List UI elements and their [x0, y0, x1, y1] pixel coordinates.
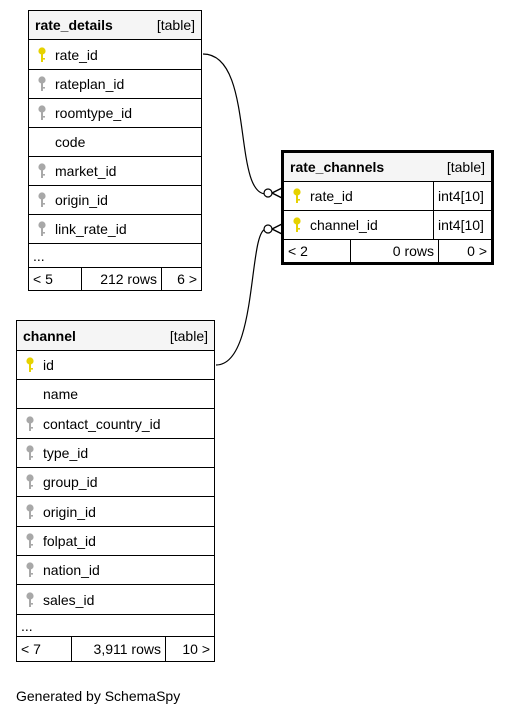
- column-name: folpat_id: [43, 533, 96, 549]
- primary-key-icon: [33, 46, 51, 64]
- generated-by-text: Generated by SchemaSpy: [16, 688, 181, 704]
- optional-end-marker: [263, 224, 273, 234]
- optional-end-marker: [263, 188, 273, 198]
- row-count: 212 rows: [81, 268, 161, 290]
- more-columns-ellipsis: ...: [17, 615, 214, 637]
- column-name: rate_id: [55, 46, 98, 63]
- column-name: id: [43, 357, 54, 373]
- row-count: 0 rows: [350, 240, 438, 262]
- column-row-group-id[interactable]: group_id: [17, 468, 214, 497]
- column-name: origin_id: [43, 503, 96, 520]
- table-name: channel: [23, 327, 76, 344]
- table-header[interactable]: rate_details [table]: [29, 11, 201, 40]
- children-count-link[interactable]: 10 >: [165, 637, 214, 661]
- more-columns-ellipsis: ...: [29, 244, 201, 268]
- column-row-sales-id[interactable]: sales_id: [17, 585, 214, 615]
- table-name: rate_channels: [290, 159, 385, 175]
- table-kind: [table]: [446, 159, 485, 175]
- column-name: contact_country_id: [43, 415, 161, 432]
- column-name: type_id: [43, 445, 89, 461]
- table-kind: [table]: [169, 327, 208, 344]
- table-footer: < 2 0 rows 0 >: [284, 240, 491, 262]
- column-row-origin-id[interactable]: origin_id: [17, 497, 214, 527]
- foreign-key-icon: [21, 473, 39, 491]
- column-name: link_rate_id: [55, 221, 127, 237]
- foreign-key-icon: [21, 591, 39, 609]
- foreign-key-icon: [21, 503, 39, 521]
- column-name: name: [43, 386, 79, 402]
- column-name: channel_id: [310, 217, 378, 233]
- column-row-roomtype-id[interactable]: roomtype_id: [29, 99, 201, 128]
- row-count: 3,911 rows: [71, 637, 165, 661]
- column-row-id[interactable]: id: [17, 351, 214, 380]
- foreign-key-icon: [33, 191, 51, 209]
- column-name: rateplan_id: [55, 76, 125, 92]
- column-row-nation-id[interactable]: nation_id: [17, 556, 214, 585]
- column-row-folpat-id[interactable]: folpat_id: [17, 527, 214, 556]
- primary-key-icon: [21, 356, 39, 374]
- primary-key-icon: [288, 187, 306, 205]
- table-footer: < 7 3,911 rows 10 >: [17, 637, 214, 661]
- column-row-origin-id[interactable]: origin_id: [29, 186, 201, 215]
- column-row-rate-id[interactable]: rate_id: [29, 40, 201, 70]
- table-rate-details: rate_details [table] rate_id rateplan_id…: [28, 10, 202, 291]
- foreign-key-icon: [33, 104, 51, 122]
- column-type: int4[10]: [433, 182, 491, 210]
- column-row-link-rate-id[interactable]: link_rate_id: [29, 215, 201, 244]
- table-header[interactable]: rate_channels [table]: [284, 153, 491, 182]
- foreign-key-icon: [21, 415, 39, 433]
- foreign-key-icon: [33, 220, 51, 238]
- column-row-contact-country-id[interactable]: contact_country_id: [17, 409, 214, 439]
- column-name: rate_id: [310, 188, 353, 204]
- foreign-key-icon: [21, 444, 39, 462]
- foreign-key-icon: [21, 561, 39, 579]
- column-type: int4[10]: [433, 211, 491, 239]
- table-rate-channels: rate_channels [table] rate_id int4[10] c…: [281, 150, 494, 265]
- column-row-rate-id[interactable]: rate_id int4[10]: [284, 182, 491, 211]
- column-name: sales_id: [43, 591, 95, 608]
- table-channel: channel [table] id name contact_country_…: [16, 320, 215, 662]
- foreign-key-icon: [33, 75, 51, 93]
- column-name: nation_id: [43, 562, 100, 578]
- column-name: market_id: [55, 163, 117, 179]
- parents-count-link[interactable]: < 5: [33, 271, 53, 287]
- children-count-link[interactable]: 6 >: [161, 268, 201, 290]
- column-name: group_id: [43, 474, 98, 490]
- column-row-rateplan-id[interactable]: rateplan_id: [29, 70, 201, 99]
- relationship-line-rate-id: [202, 53, 267, 195]
- column-name: origin_id: [55, 192, 108, 208]
- parents-count-link[interactable]: < 2: [288, 243, 308, 259]
- column-name: code: [55, 134, 86, 150]
- column-row-channel-id[interactable]: channel_id int4[10]: [284, 211, 491, 240]
- table-footer: < 5 212 rows 6 >: [29, 268, 201, 290]
- table-header[interactable]: channel [table]: [17, 321, 214, 351]
- column-row-code[interactable]: code: [29, 128, 201, 157]
- foreign-key-icon: [33, 162, 51, 180]
- parents-count-link[interactable]: < 7: [21, 641, 41, 657]
- table-kind: [table]: [156, 17, 195, 33]
- column-row-name[interactable]: name: [17, 380, 214, 409]
- table-name: rate_details: [35, 17, 113, 33]
- foreign-key-icon: [21, 532, 39, 550]
- primary-key-icon: [288, 216, 306, 234]
- column-row-type-id[interactable]: type_id: [17, 439, 214, 468]
- relationship-line-channel-id: [215, 228, 267, 366]
- column-name: roomtype_id: [55, 105, 133, 121]
- children-count-link[interactable]: 0 >: [438, 240, 491, 262]
- column-row-market-id[interactable]: market_id: [29, 157, 201, 186]
